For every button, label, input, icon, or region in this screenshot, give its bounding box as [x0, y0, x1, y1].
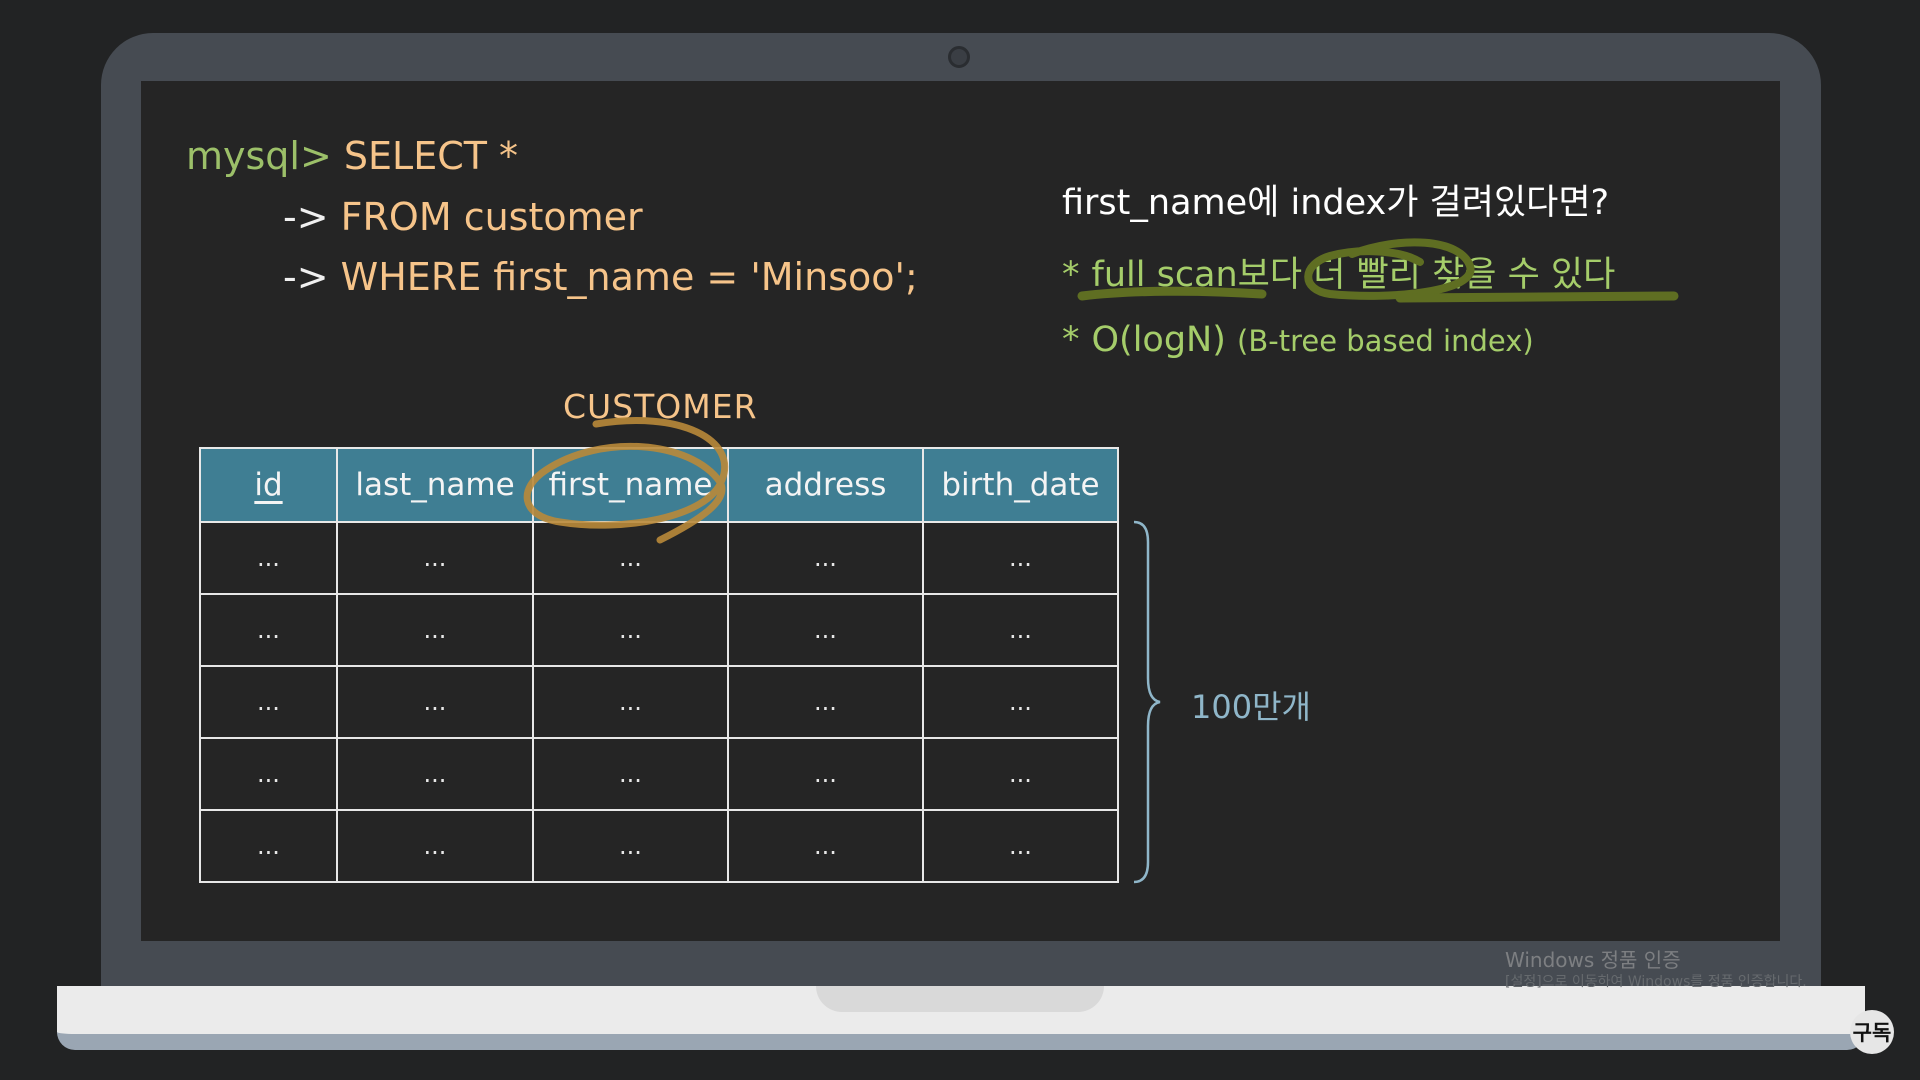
column-header-birth-date: birth_date — [922, 447, 1119, 523]
table-cell: ... — [727, 809, 924, 883]
sql-arrow: -> — [283, 255, 329, 299]
subscribe-button[interactable]: 구독 — [1850, 1010, 1894, 1054]
bullet-star: * — [1062, 255, 1080, 295]
laptop-base-notch — [816, 986, 1104, 1012]
table-cell: ... — [199, 593, 338, 667]
table-cell: ... — [532, 665, 729, 739]
sql-prompt: mysql> — [186, 134, 332, 178]
customer-table: id last_name first_name address birth_da… — [199, 447, 1119, 883]
table-cell: ... — [727, 737, 924, 811]
table-cell: ... — [532, 809, 729, 883]
table-cell: ... — [922, 665, 1119, 739]
table-cell: ... — [727, 665, 924, 739]
table-row: ... ... ... ... ... — [199, 809, 1119, 883]
table-cell: ... — [532, 737, 729, 811]
table-cell: ... — [532, 593, 729, 667]
row-count-brace — [1133, 520, 1161, 884]
column-header-id-label: id — [254, 467, 283, 503]
table-cell: ... — [922, 593, 1119, 667]
note-logn-main: O(logN) — [1091, 320, 1226, 360]
row-count-label: 100만개 — [1191, 688, 1311, 726]
sql-select-text: SELECT * — [343, 134, 519, 178]
annotation-circle-first-name — [523, 417, 728, 544]
camera-icon — [948, 46, 970, 68]
sql-line-where: -> WHERE first_name = 'Minsoo'; — [283, 255, 918, 299]
table-row: ... ... ... ... ... — [199, 737, 1119, 811]
annotation-circle-faster — [1304, 238, 1475, 300]
table-header-row: id last_name first_name address birth_da… — [199, 447, 1119, 523]
column-header-address: address — [727, 447, 924, 523]
windows-activation-title: Windows 정품 인증 — [1505, 948, 1681, 972]
table-cell: ... — [336, 593, 534, 667]
note-logn-sub: (B-tree based index) — [1237, 324, 1534, 358]
annotation-underline-faster — [1395, 291, 1679, 303]
column-header-id: id — [199, 447, 338, 523]
sql-where-text: WHERE first_name = 'Minsoo'; — [340, 255, 918, 299]
table-cell: ... — [199, 737, 338, 811]
table-cell: ... — [199, 665, 338, 739]
table-cell: ... — [199, 521, 338, 595]
note-logn: * O(logN) (B-tree based index) — [1062, 320, 1534, 360]
notes-title: first_name에 index가 걸려있다면? — [1062, 183, 1610, 223]
table-cell: ... — [727, 593, 924, 667]
table-cell: ... — [336, 737, 534, 811]
column-header-last-name: last_name — [336, 447, 534, 523]
table-cell: ... — [922, 521, 1119, 595]
windows-activation-subtitle: [설정]으로 이동하여 Windows를 정품 인증합니다. — [1505, 974, 1807, 990]
table-cell: ... — [922, 809, 1119, 883]
table-cell: ... — [336, 665, 534, 739]
sql-arrow: -> — [283, 195, 329, 239]
table-row: ... ... ... ... ... — [199, 593, 1119, 667]
table-cell: ... — [336, 521, 534, 595]
sql-from-text: FROM customer — [340, 195, 643, 239]
annotation-underline-full-scan — [1077, 286, 1267, 301]
bullet-star: * — [1062, 320, 1080, 360]
table-cell: ... — [727, 521, 924, 595]
sql-line-select: mysql> SELECT * — [186, 134, 518, 178]
table-row: ... ... ... ... ... — [199, 521, 1119, 595]
table-cell: ... — [922, 737, 1119, 811]
table-cell: ... — [199, 809, 338, 883]
sql-line-from: -> FROM customer — [283, 195, 643, 239]
table-cell: ... — [532, 521, 729, 595]
table-cell: ... — [336, 809, 534, 883]
table-row: ... ... ... ... ... — [199, 665, 1119, 739]
